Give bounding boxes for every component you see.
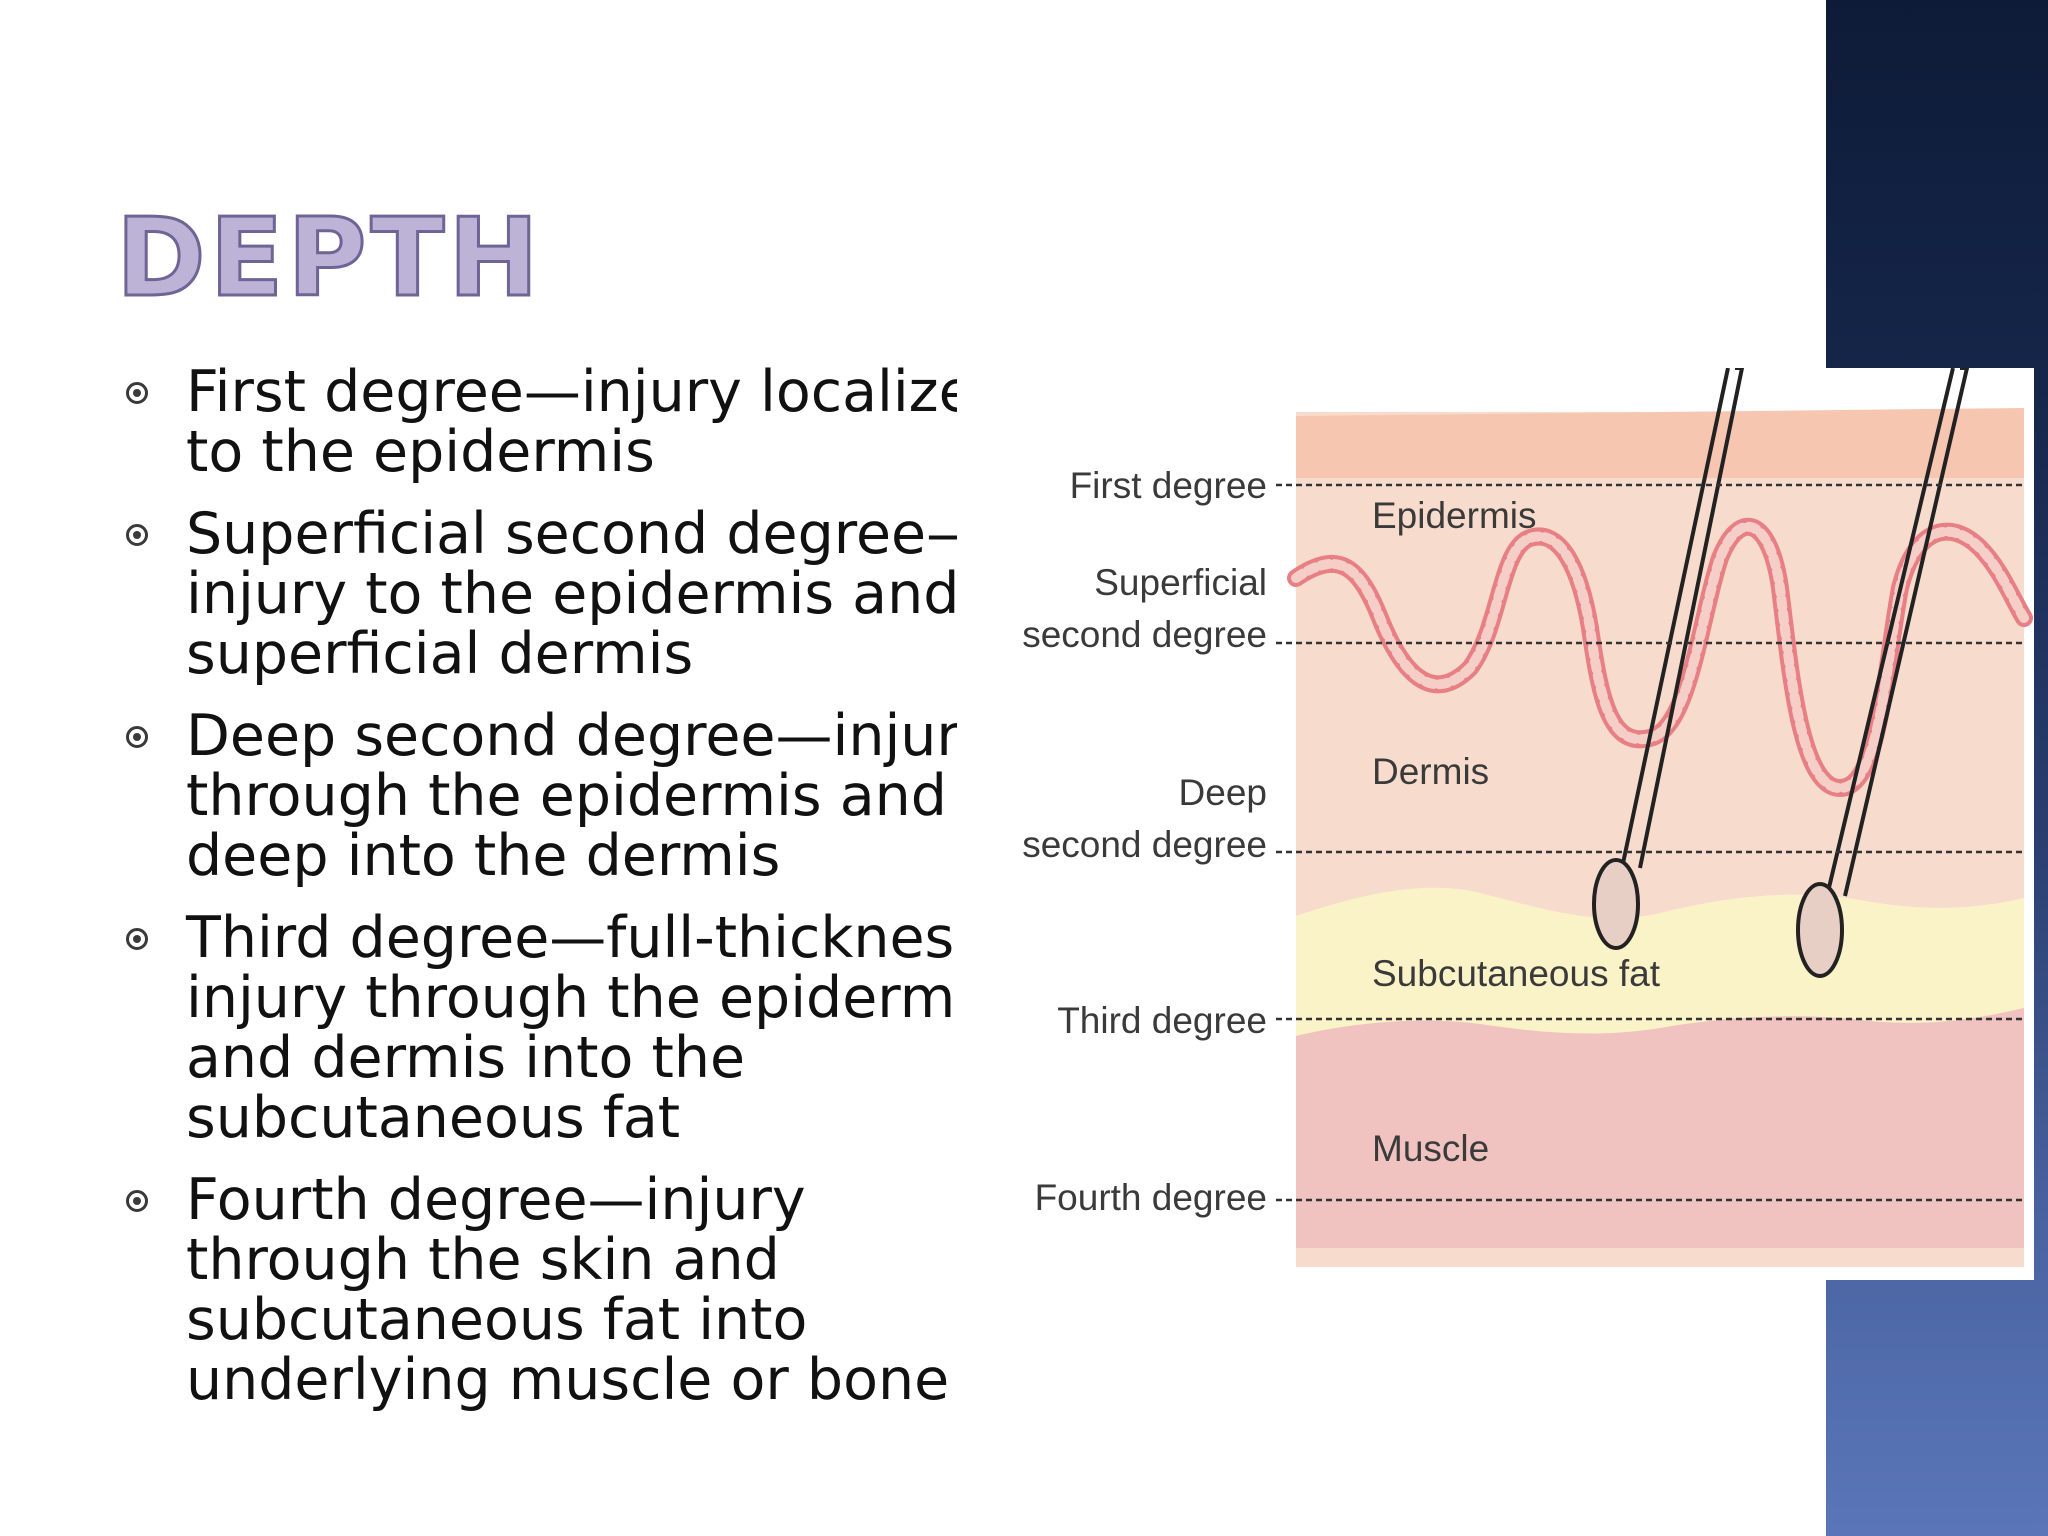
label-fourth-degree: Fourth degree (1035, 1177, 1267, 1218)
label-deep-second-degree: second degree (1022, 824, 1267, 865)
label-subcutaneous-fat: Subcutaneous fat (1372, 953, 1661, 994)
bullet-line: First degree—injury localized (186, 362, 957, 425)
label-dermis: Dermis (1372, 751, 1489, 792)
bullet-circle-icon (126, 726, 148, 748)
bullet-line: through the epidermis and (186, 763, 947, 829)
hair-follicle-2 (1796, 882, 1844, 978)
label-deep: Deep (1179, 772, 1267, 813)
hair-shaft-2-edge (1825, 368, 1955, 897)
label-first-degree: First degree (1070, 465, 1267, 506)
bullet-list: First degree—injury localized to the epi… (122, 362, 957, 1412)
bullet-circle-icon (126, 1190, 148, 1212)
bullet-line: injury to the epidermis and (186, 561, 957, 627)
bullet-line: Fourth degree—injury (186, 1167, 806, 1233)
bullet-line: through the skin and (186, 1227, 780, 1293)
label-superficial: Superficial (1094, 562, 1267, 603)
slide-title: DEPTH (115, 196, 543, 321)
hair-shaft-2 (1843, 368, 1970, 897)
hair-shaft-1 (1638, 368, 1745, 869)
bullet-item: Fourth degree—injury through the skin an… (122, 1170, 957, 1410)
hair-follicle-1 (1592, 858, 1640, 950)
label-third-degree: Third degree (1057, 1000, 1267, 1041)
skin-burn-depth-diagram: First degree Superficial second degree D… (1000, 368, 2034, 1280)
bullet-item: Third degree—full-thickness injury throu… (122, 908, 957, 1148)
muscle-layer (1296, 1008, 2024, 1248)
label-epidermis: Epidermis (1372, 495, 1537, 536)
bullet-circle-icon (126, 382, 148, 404)
bullet-line: deep into the dermis (186, 823, 781, 889)
label-muscle: Muscle (1372, 1128, 1489, 1169)
bullet-line: Superficial second degree— (186, 501, 957, 567)
bullet-line: Deep second degree—injury (186, 703, 957, 769)
bullet-line: subcutaneous fat (186, 1085, 681, 1151)
bullet-line: to the epidermis (186, 419, 655, 485)
bullet-line: subcutaneous fat into (186, 1287, 808, 1353)
bullet-circle-icon (126, 928, 148, 950)
bullet-item: First degree—injury localized to the epi… (122, 362, 957, 482)
bullet-item: Superficial second degree— injury to the… (122, 504, 957, 684)
epidermis-layer (1296, 408, 2024, 478)
bullet-line: underlying muscle or bone (186, 1347, 950, 1412)
bullet-circle-icon (126, 524, 148, 546)
bullet-line: Third degree—full-thickness (186, 905, 957, 971)
bullet-line: injury through the epidermis (186, 965, 957, 1031)
label-superficial-second-degree: second degree (1022, 614, 1267, 655)
bullet-line: and dermis into the (186, 1025, 746, 1091)
bullet-line: superficial dermis (186, 621, 694, 687)
bullet-item: Deep second degree—injury through the ep… (122, 706, 957, 886)
hair-shaft-1-edge (1620, 368, 1730, 869)
